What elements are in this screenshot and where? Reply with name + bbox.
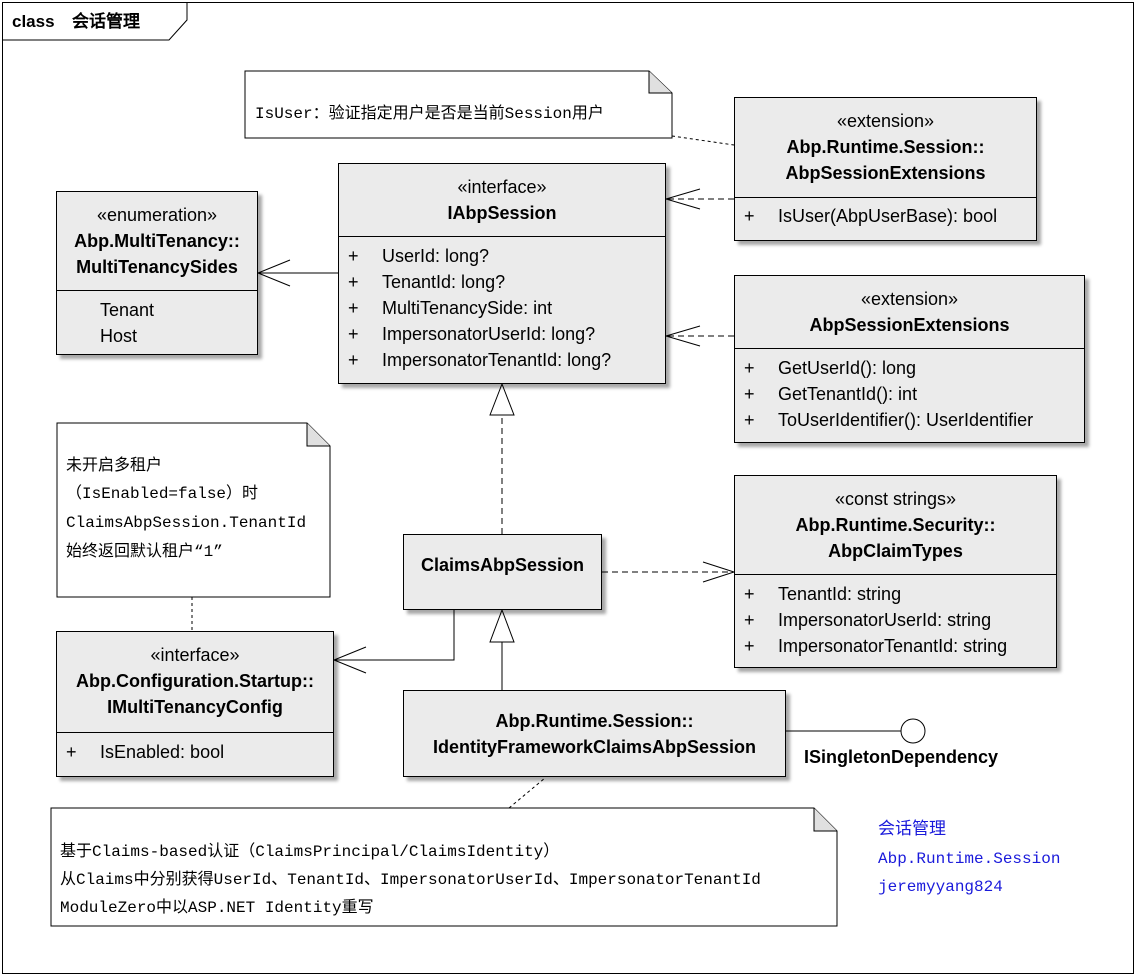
note-isuser-text: IsUser：验证指定用户是否是当前Session用户 — [255, 104, 604, 123]
member-text: ToUserIdentifier(): UserIdentifier — [778, 410, 1033, 430]
member-text: IsEnabled: bool — [100, 742, 224, 762]
class-name-line: AbpSessionExtensions — [785, 163, 985, 183]
enum-literal: Host — [100, 326, 137, 346]
member-text: ImpersonatorUserId: string — [778, 610, 991, 630]
member-text: MultiTenancySide: int — [382, 298, 552, 318]
class-name-line: Abp.Runtime.Session:: — [495, 711, 693, 731]
association-claims-to-config — [334, 610, 455, 661]
note-claims-line: 从Claims中分别获得UserId、TenantId、Impersonator… — [60, 870, 761, 889]
class-multitenancysides[interactable] — [56, 191, 258, 355]
member-visibility: + — [348, 324, 359, 344]
class-name-line: IdentityFrameworkClaimsAbpSession — [433, 737, 756, 757]
member-text: TenantId: string — [778, 584, 901, 604]
member-text: TenantId: long? — [382, 272, 505, 292]
lollipop-circle — [900, 718, 926, 744]
class-name-line: Abp.MultiTenancy:: — [74, 231, 240, 251]
member-visibility: + — [744, 358, 755, 378]
note-isuser: IsUser：验证指定用户是否是当前Session用户 — [244, 70, 673, 139]
member-text: UserId: long? — [382, 246, 489, 266]
caption-line: jeremyyang824 — [878, 878, 1003, 896]
class-iabpsession[interactable] — [338, 163, 666, 384]
member-visibility: + — [348, 272, 359, 292]
enum-literal: Tenant — [100, 300, 154, 320]
class-claimsabpsession[interactable] — [403, 534, 602, 610]
class-name-line: IMultiTenancyConfig — [107, 697, 283, 717]
note-claims-line: 基于Claims-based认证（ClaimsPrincipal/ClaimsI… — [60, 842, 559, 861]
member-visibility: + — [348, 246, 359, 266]
class-name-line: Abp.Runtime.Security:: — [795, 515, 995, 535]
class-name-line: AbpClaimTypes — [828, 541, 963, 561]
caption-line: 会话管理 — [878, 819, 946, 839]
member-visibility: + — [744, 610, 755, 630]
member-visibility: + — [348, 298, 359, 318]
class-imultitenancyconfig[interactable] — [56, 631, 334, 777]
class-name-line: Abp.Configuration.Startup:: — [76, 671, 314, 691]
stereotype-label: «extension» — [837, 111, 934, 131]
class-name-line: MultiTenancySides — [76, 257, 238, 277]
class-name-line: ClaimsAbpSession — [421, 555, 584, 575]
member-visibility: + — [348, 350, 359, 370]
member-text: ImpersonatorUserId: long? — [382, 324, 595, 344]
stereotype-label: «interface» — [150, 645, 239, 665]
member-text: GetTenantId(): int — [778, 384, 917, 404]
caption: 会话管理 Abp.Runtime.Session jeremyyang824 — [878, 819, 1060, 896]
class-name-line: AbpSessionExtensions — [809, 315, 1009, 335]
class-identityframeworkclaimsabpsession[interactable] — [403, 690, 786, 777]
stereotype-label: «enumeration» — [97, 205, 217, 225]
member-text: ImpersonatorTenantId: long? — [382, 350, 611, 370]
note-link-claims — [508, 777, 546, 809]
caption-line: Abp.Runtime.Session — [878, 850, 1060, 868]
note-multitenancy-line: 未开启多租户 — [66, 456, 162, 475]
generalization-triangle — [489, 608, 515, 643]
note-multitenancy-line: （IsEnabled=false）时 — [66, 484, 258, 503]
note-multitenancy-line: 始终返回默认租户“1” — [66, 542, 223, 561]
class-session-extensions[interactable] — [734, 275, 1085, 443]
member-visibility: + — [66, 742, 77, 762]
member-visibility: + — [744, 384, 755, 404]
note-multitenancy: 未开启多租户 （IsEnabled=false）时 ClaimsAbpSessi… — [56, 422, 331, 598]
class-session-extensions-namespaced[interactable] — [734, 97, 1037, 241]
member-visibility: + — [744, 410, 755, 430]
realization-triangle — [489, 382, 515, 416]
note-claims-line: ModuleZero中以ASP.NET Identity重写 — [60, 898, 374, 917]
note-claims: 基于Claims-based认证（ClaimsPrincipal/ClaimsI… — [50, 807, 838, 927]
stereotype-label: «const strings» — [835, 489, 956, 509]
member-visibility: + — [744, 584, 755, 604]
interface-lollipop-label: ISingletonDependency — [804, 747, 998, 767]
member-text: IsUser(AbpUserBase): bool — [778, 206, 997, 226]
member-visibility: + — [744, 206, 755, 226]
stereotype-label: «extension» — [861, 289, 958, 309]
frame-title: 会话管理 — [72, 11, 140, 32]
member-text: ImpersonatorTenantId: string — [778, 636, 1007, 656]
frame-keyword: class — [12, 12, 55, 31]
stereotype-label: «interface» — [457, 177, 546, 197]
class-abpclaimtypes[interactable] — [734, 475, 1057, 668]
note-multitenancy-line: ClaimsAbpSession.TenantId — [66, 514, 306, 532]
class-name-line: IAbpSession — [447, 203, 556, 223]
class-name-line: Abp.Runtime.Session:: — [786, 137, 984, 157]
member-text: GetUserId(): long — [778, 358, 916, 378]
member-visibility: + — [744, 636, 755, 656]
note-link-isuser — [671, 135, 735, 146]
